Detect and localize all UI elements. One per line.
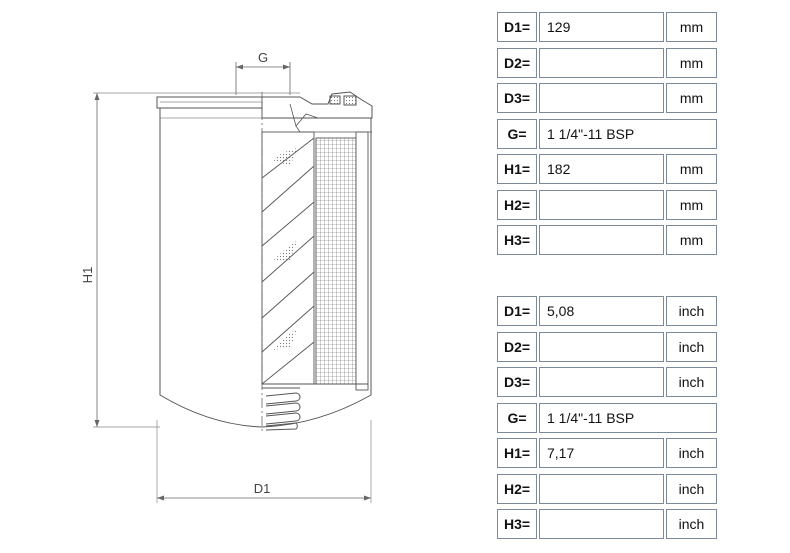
param-label-h2: H2= <box>497 189 537 220</box>
param-label-h3: H3= <box>497 225 537 255</box>
dim-label-g: G <box>258 50 268 65</box>
param-label-d1: D1= <box>497 12 537 42</box>
bypass-spring <box>262 387 301 431</box>
param-value-h2 <box>539 189 664 220</box>
param-label-h2: H2= <box>497 473 537 504</box>
dim-label-h1: H1 <box>80 267 95 284</box>
filter-element <box>261 131 369 391</box>
param-value-h2 <box>539 473 664 504</box>
dimension-h1: H1 <box>80 92 300 428</box>
param-label-d3: D3= <box>497 83 537 113</box>
filter-housing <box>156 91 373 428</box>
param-label-g: G= <box>497 118 537 149</box>
param-label-h3: H3= <box>497 509 537 539</box>
param-unit-d1: mm <box>666 12 717 42</box>
param-unit-h1: mm <box>666 154 717 184</box>
param-label-d3: D3= <box>497 367 537 397</box>
param-unit-d2: mm <box>666 47 717 78</box>
param-value-d1: 5,08 <box>539 296 664 326</box>
param-label-d2: D2= <box>497 331 537 362</box>
param-value-h3 <box>539 225 664 255</box>
param-unit-d3: mm <box>666 83 717 113</box>
param-unit-h3: inch <box>666 509 717 539</box>
dimension-g: G <box>235 50 291 95</box>
param-label-d1: D1= <box>497 296 537 326</box>
param-value-d1: 129 <box>539 12 664 42</box>
param-value-h3 <box>539 509 664 539</box>
dim-label-d1: D1 <box>254 481 271 496</box>
param-label-d2: D2= <box>497 47 537 78</box>
param-unit-h2: inch <box>666 473 717 504</box>
param-value-d2 <box>539 331 664 362</box>
filter-technical-drawing: G H1 D1 <box>80 50 373 503</box>
param-unit-h2: mm <box>666 189 717 220</box>
param-label-g: G= <box>497 402 537 433</box>
param-value-g: 1 1/4"-11 BSP <box>539 402 717 433</box>
param-label-h1: H1= <box>497 438 537 468</box>
param-value-d3 <box>539 83 664 113</box>
param-value-h1: 7,17 <box>539 438 664 468</box>
dimension-d1: D1 <box>156 420 372 503</box>
param-unit-d2: inch <box>666 331 717 362</box>
param-label-h1: H1= <box>497 154 537 184</box>
param-unit-h3: mm <box>666 225 717 255</box>
param-unit-d3: inch <box>666 367 717 397</box>
param-unit-d1: inch <box>666 296 717 326</box>
param-value-d3 <box>539 367 664 397</box>
param-value-d2 <box>539 47 664 78</box>
param-unit-h1: inch <box>666 438 717 468</box>
param-value-h1: 182 <box>539 154 664 184</box>
param-value-g: 1 1/4"-11 BSP <box>539 118 717 149</box>
